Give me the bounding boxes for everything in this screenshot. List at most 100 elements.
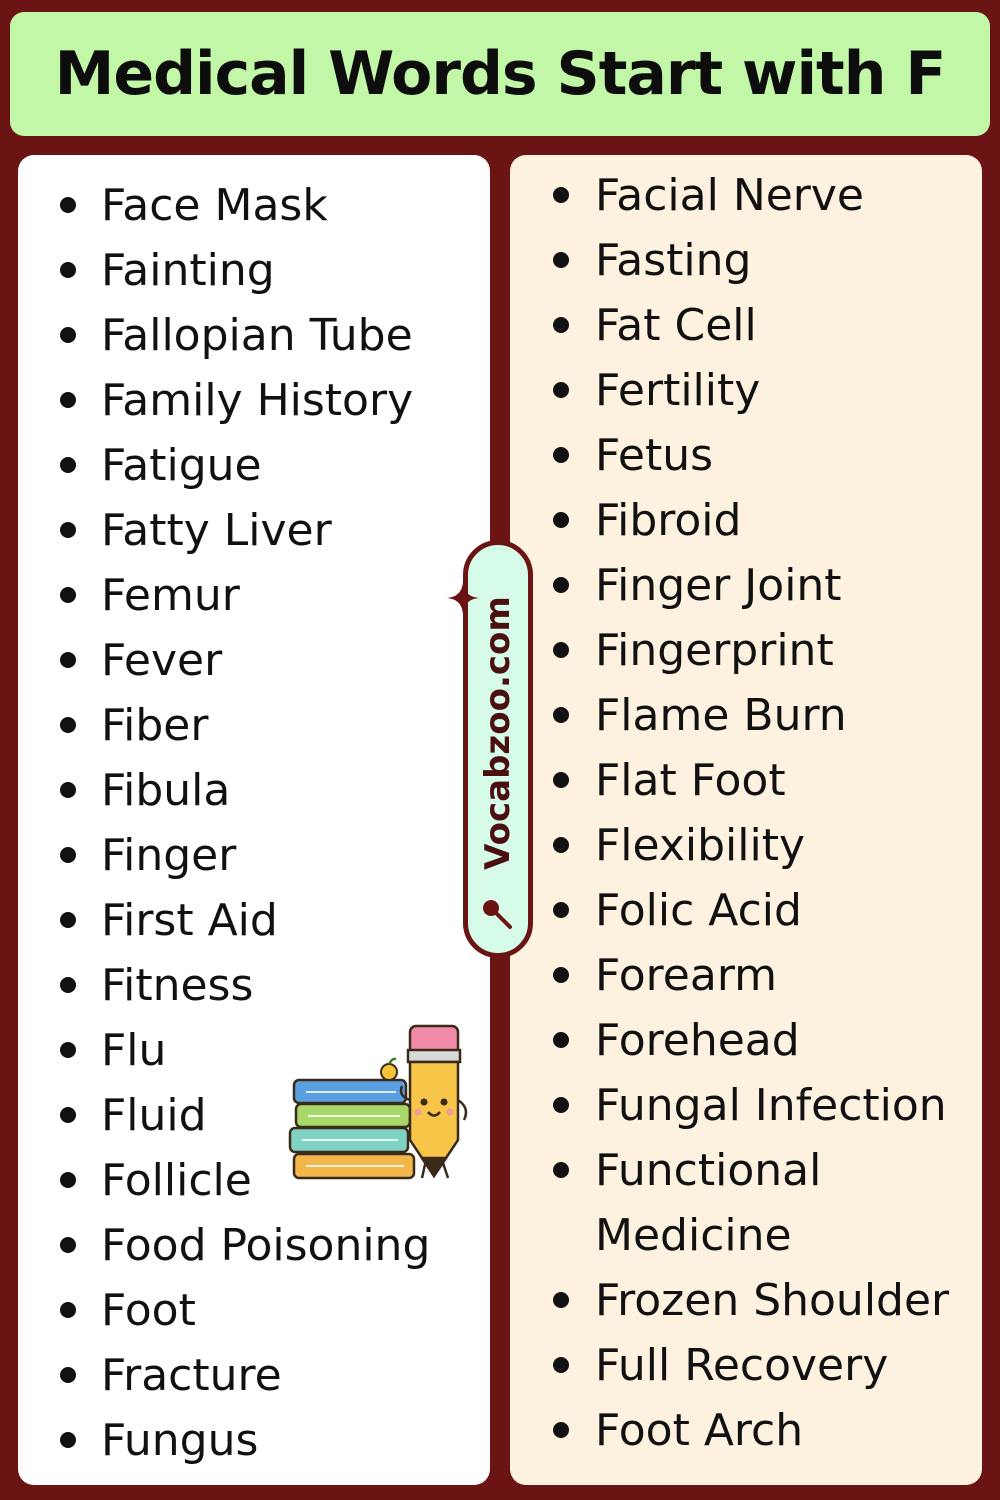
- list-item: Flat Foot: [510, 748, 982, 813]
- bullet-icon: [60, 392, 76, 408]
- list-item: Fitness: [18, 953, 490, 1018]
- bullet-icon: [553, 772, 569, 788]
- word-text: Foot: [101, 1285, 196, 1336]
- list-item: Fungal Infection: [510, 1073, 982, 1138]
- bullet-icon: [60, 1172, 76, 1188]
- word-text: Fat Cell: [595, 300, 757, 351]
- list-item: Fever: [18, 628, 490, 693]
- list-item: Full Recovery: [510, 1333, 982, 1398]
- word-text: Follicle: [101, 1155, 252, 1206]
- bullet-icon: [553, 512, 569, 528]
- list-item: Frozen Shoulder: [510, 1268, 982, 1333]
- bullet-icon: [60, 262, 76, 278]
- bullet-icon: [60, 587, 76, 603]
- watermark-text: Vocabzoo.com: [478, 595, 518, 870]
- word-text: Finger: [101, 830, 237, 881]
- word-text: Fertility: [595, 365, 761, 416]
- bullet-icon: [60, 327, 76, 343]
- list-item: Foot Arch: [510, 1398, 982, 1463]
- books-and-pencil-illustration: [288, 1024, 468, 1180]
- list-item: Fertility: [510, 358, 982, 423]
- bullet-icon: [60, 1107, 76, 1123]
- bullet-icon: [553, 902, 569, 918]
- bullet-icon: [553, 1422, 569, 1438]
- list-item: Fungus: [18, 1408, 490, 1473]
- word-text: Family History: [101, 375, 414, 426]
- word-text: Folic Acid: [595, 885, 802, 936]
- list-item: Functional Medicine: [510, 1138, 925, 1268]
- bullet-icon: [60, 847, 76, 863]
- list-item: Foot: [18, 1278, 490, 1343]
- word-text: Fracture: [101, 1350, 282, 1401]
- title-banner: Medical Words Start with F: [10, 12, 990, 136]
- list-item: Fat Cell: [510, 293, 982, 358]
- word-text: Food Poisoning: [101, 1220, 431, 1271]
- list-item: Fibroid: [510, 488, 982, 553]
- list-item: Family History: [18, 368, 490, 433]
- word-text: Fiber: [101, 700, 209, 751]
- sparkle-icon: [447, 582, 479, 614]
- word-text: Fitness: [101, 960, 254, 1011]
- word-text: Forehead: [595, 1015, 800, 1066]
- bullet-icon: [60, 652, 76, 668]
- word-text: Forearm: [595, 950, 777, 1001]
- bullet-icon: [553, 1032, 569, 1048]
- word-text: Facial Nerve: [595, 170, 865, 221]
- bullet-icon: [60, 912, 76, 928]
- list-item: Fatty Liver: [18, 498, 490, 563]
- list-item: Femur: [18, 563, 490, 628]
- list-item: Forehead: [510, 1008, 982, 1073]
- bullet-icon: [553, 837, 569, 853]
- bullet-icon: [60, 1302, 76, 1318]
- bullet-icon: [60, 1432, 76, 1448]
- bullet-icon: [60, 522, 76, 538]
- list-item: Fatigue: [18, 433, 490, 498]
- list-item: Fetus: [510, 423, 982, 488]
- list-item: Fibula: [18, 758, 490, 823]
- list-item: Follicle: [18, 1148, 490, 1213]
- bullet-icon: [60, 197, 76, 213]
- word-text: Flu: [101, 1025, 167, 1076]
- word-text: Fetus: [595, 430, 714, 481]
- page-title: Medical Words Start with F: [54, 39, 947, 109]
- word-text: Fatty Liver: [101, 505, 332, 556]
- word-text: Femur: [101, 570, 240, 621]
- list-item: Facial Nerve: [510, 163, 982, 228]
- word-text: First Aid: [101, 895, 278, 946]
- word-text: Functional Medicine: [595, 1145, 822, 1261]
- bullet-icon: [60, 1042, 76, 1058]
- bullet-icon: [60, 782, 76, 798]
- word-text: Fungal Infection: [595, 1080, 947, 1131]
- word-text: Foot Arch: [595, 1405, 804, 1456]
- bullet-icon: [60, 1367, 76, 1383]
- bullet-icon: [60, 457, 76, 473]
- bullet-icon: [553, 967, 569, 983]
- list-item: Flexibility: [510, 813, 982, 878]
- list-item: Face Mask: [18, 173, 490, 238]
- word-text: Finger Joint: [595, 560, 842, 611]
- list-item: Fallopian Tube: [18, 303, 490, 368]
- word-text: Fever: [101, 635, 223, 686]
- bullet-icon: [553, 1097, 569, 1113]
- list-item: Finger: [18, 823, 490, 888]
- word-text: Frozen Shoulder: [595, 1275, 950, 1326]
- word-text: Flat Foot: [595, 755, 786, 806]
- word-text: Fainting: [101, 245, 275, 296]
- word-text: Fungus: [101, 1415, 259, 1466]
- watermark-pill: Vocabzoo.com: [463, 540, 533, 958]
- list-item: Folic Acid: [510, 878, 982, 943]
- bullet-icon: [553, 382, 569, 398]
- bullet-icon: [60, 977, 76, 993]
- word-text: Flexibility: [595, 820, 805, 871]
- bullet-icon: [553, 1292, 569, 1308]
- word-text: Fibula: [101, 765, 231, 816]
- word-text: Full Recovery: [595, 1340, 889, 1391]
- word-text: Fasting: [595, 235, 752, 286]
- word-text: Fingerprint: [595, 625, 834, 676]
- word-text: Fatigue: [101, 440, 262, 491]
- list-item: First Aid: [18, 888, 490, 953]
- word-text: Fibroid: [595, 495, 742, 546]
